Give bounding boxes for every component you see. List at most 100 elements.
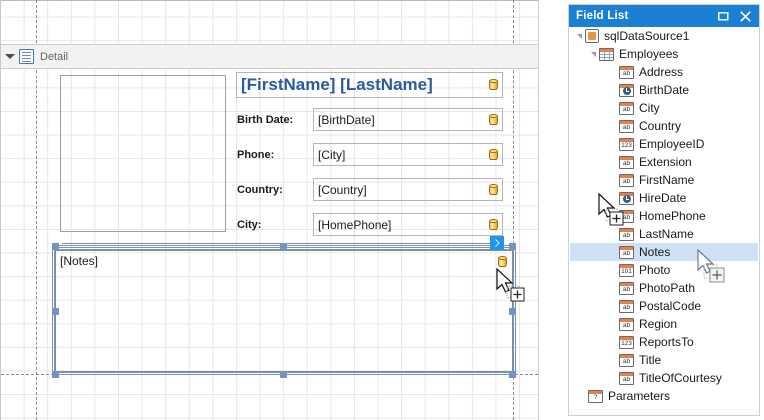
database-binding-icon: [489, 114, 498, 126]
field-list-item-label: Parameters: [608, 389, 670, 403]
field-list-item-postalcode[interactable]: ab PostalCode: [570, 297, 758, 315]
field-list-title: Field List: [576, 10, 628, 22]
field-list-item-country[interactable]: abCountry: [570, 117, 758, 135]
expander-collapse-icon[interactable]: [574, 27, 585, 45]
field-list-item-label: TitleOfCourtesy: [639, 371, 722, 385]
detail-band-bottom-separator: [1, 374, 538, 375]
string-field-icon: ab: [619, 102, 634, 115]
country-field-text: [Country]: [318, 183, 367, 197]
field-list-item-sqldatasource1[interactable]: sqlDataSource1: [570, 27, 758, 45]
canvas-right-edge: [538, 0, 539, 420]
notes-field-control[interactable]: [Notes]: [55, 250, 513, 372]
field-list-item-lastname[interactable]: ab LastName: [570, 225, 758, 243]
resize-handle-bottom-right[interactable]: [509, 371, 516, 378]
birth-date-field-control[interactable]: [BirthDate]: [313, 108, 503, 131]
string-field-icon: ab: [619, 372, 634, 385]
field-list-item-parameters[interactable]: ? Parameters: [570, 387, 758, 405]
phone-field-control[interactable]: [City]: [313, 143, 503, 166]
expander-collapse-icon[interactable]: [588, 45, 599, 63]
string-field-icon: ab: [619, 210, 634, 223]
field-list-item-label: City: [639, 101, 660, 115]
field-list-item-hiredate[interactable]: HireDate: [570, 189, 758, 207]
field-list-item-label: Country: [639, 119, 681, 133]
database-binding-icon: [489, 219, 498, 231]
report-design-surface[interactable]: Detail [FirstName] [LastName] Birth Date…: [0, 0, 564, 420]
resize-handle-middle-right[interactable]: [509, 308, 516, 315]
field-list-item-notes[interactable]: abNotes: [570, 243, 758, 261]
field-list-item-title[interactable]: ab Title: [570, 351, 758, 369]
city-field-control[interactable]: [HomePhone]: [313, 213, 503, 236]
canvas-top-edge: [0, 0, 564, 1]
field-list-item-employeeid[interactable]: 123EmployeeID: [570, 135, 758, 153]
field-list-item-firstname[interactable]: abFirstName: [570, 171, 758, 189]
datasource-icon: [585, 29, 599, 43]
field-list-item-label: Title: [639, 353, 661, 367]
field-list-item-label: sqlDataSource1: [604, 29, 689, 43]
database-binding-icon: [489, 149, 498, 161]
field-list-item-employees[interactable]: Employees: [570, 45, 758, 63]
field-list-item-address[interactable]: ab Address: [570, 63, 758, 81]
string-field-icon: ab: [619, 246, 634, 259]
field-list-item-label: Employees: [619, 47, 678, 61]
string-field-icon: ab: [619, 282, 634, 295]
resize-handle-top-right[interactable]: [509, 243, 516, 250]
detail-band-header[interactable]: Detail: [1, 44, 538, 69]
field-list-footer: [570, 409, 758, 415]
notes-field-text: [Notes]: [60, 254, 98, 268]
string-field-icon: ab: [619, 66, 634, 79]
field-list-item-reportsto[interactable]: 123 ReportsTo: [570, 333, 758, 351]
birth-date-field-text: [BirthDate]: [318, 113, 375, 127]
field-list-item-label: PostalCode: [639, 299, 701, 313]
field-list-item-photopath[interactable]: ab PhotoPath: [570, 279, 758, 297]
number-field-icon: 123: [619, 138, 634, 151]
field-list-item-titleofcourtesy[interactable]: ab TitleOfCourtesy: [570, 369, 758, 387]
smart-tag-arrow-icon[interactable]: [490, 236, 504, 250]
title-label-control[interactable]: [FirstName] [LastName]: [236, 72, 503, 98]
field-list-item-photo[interactable]: 101 Photo: [570, 261, 758, 279]
field-list-item-label: PhotoPath: [639, 281, 695, 295]
country-field-control[interactable]: [Country]: [313, 178, 503, 201]
resize-handle-middle-left[interactable]: [52, 308, 59, 315]
field-list-item-label: Photo: [639, 263, 670, 277]
country-label: Country:: [237, 184, 283, 196]
field-list-tree[interactable]: sqlDataSource1Employees ab AddressBirthDat…: [570, 27, 758, 405]
canvas-right-shade: [539, 0, 564, 420]
parameters-icon: ?: [588, 390, 603, 403]
string-field-icon: ab: [619, 228, 634, 241]
title-label-text: [FirstName] [LastName]: [241, 75, 433, 95]
field-list-tree-body[interactable]: sqlDataSource1Employees ab AddressBirthDat…: [570, 27, 758, 414]
field-list-item-label: Region: [639, 317, 677, 331]
field-list-item-birthdate[interactable]: BirthDate: [570, 81, 758, 99]
string-field-icon: ab: [619, 156, 634, 169]
database-binding-icon: [498, 256, 507, 268]
field-list-item-label: ReportsTo: [639, 335, 694, 349]
string-field-icon: ab: [619, 318, 634, 331]
string-field-icon: ab: [619, 354, 634, 367]
number-field-icon: 123: [619, 336, 634, 349]
field-list-item-label: LastName: [639, 227, 694, 241]
photo-picture-box[interactable]: [60, 75, 226, 232]
resize-handle-top-center[interactable]: [280, 243, 287, 250]
field-list-item-region[interactable]: ab Region: [570, 315, 758, 333]
field-list-item-homephone[interactable]: ab HomePhone: [570, 207, 758, 225]
close-icon[interactable]: [735, 6, 755, 26]
field-list-title-bar: Field List: [569, 5, 759, 27]
field-list-item-extension[interactable]: ab Extension: [570, 153, 758, 171]
field-list-item-label: Extension: [639, 155, 692, 169]
resize-handle-bottom-left[interactable]: [52, 371, 59, 378]
table-icon: [599, 48, 614, 61]
string-field-icon: ab: [619, 300, 634, 313]
binary-field-icon: 101: [619, 264, 634, 277]
field-list-item-city[interactable]: ab City: [570, 99, 758, 117]
resize-handle-top-left[interactable]: [52, 243, 59, 250]
field-list-item-label: HomePhone: [639, 209, 706, 223]
resize-handle-bottom-center[interactable]: [280, 371, 287, 378]
maximize-icon[interactable]: [713, 6, 733, 26]
triangle-down-icon[interactable]: [1, 45, 19, 68]
city-label: City:: [237, 219, 261, 231]
field-list-item-label: Address: [639, 65, 683, 79]
detail-band-label: Detail: [40, 51, 68, 63]
birth-date-label: Birth Date:: [237, 114, 293, 126]
field-list-panel: Field List sqlDataSource1Employees ab Addr…: [568, 4, 760, 416]
